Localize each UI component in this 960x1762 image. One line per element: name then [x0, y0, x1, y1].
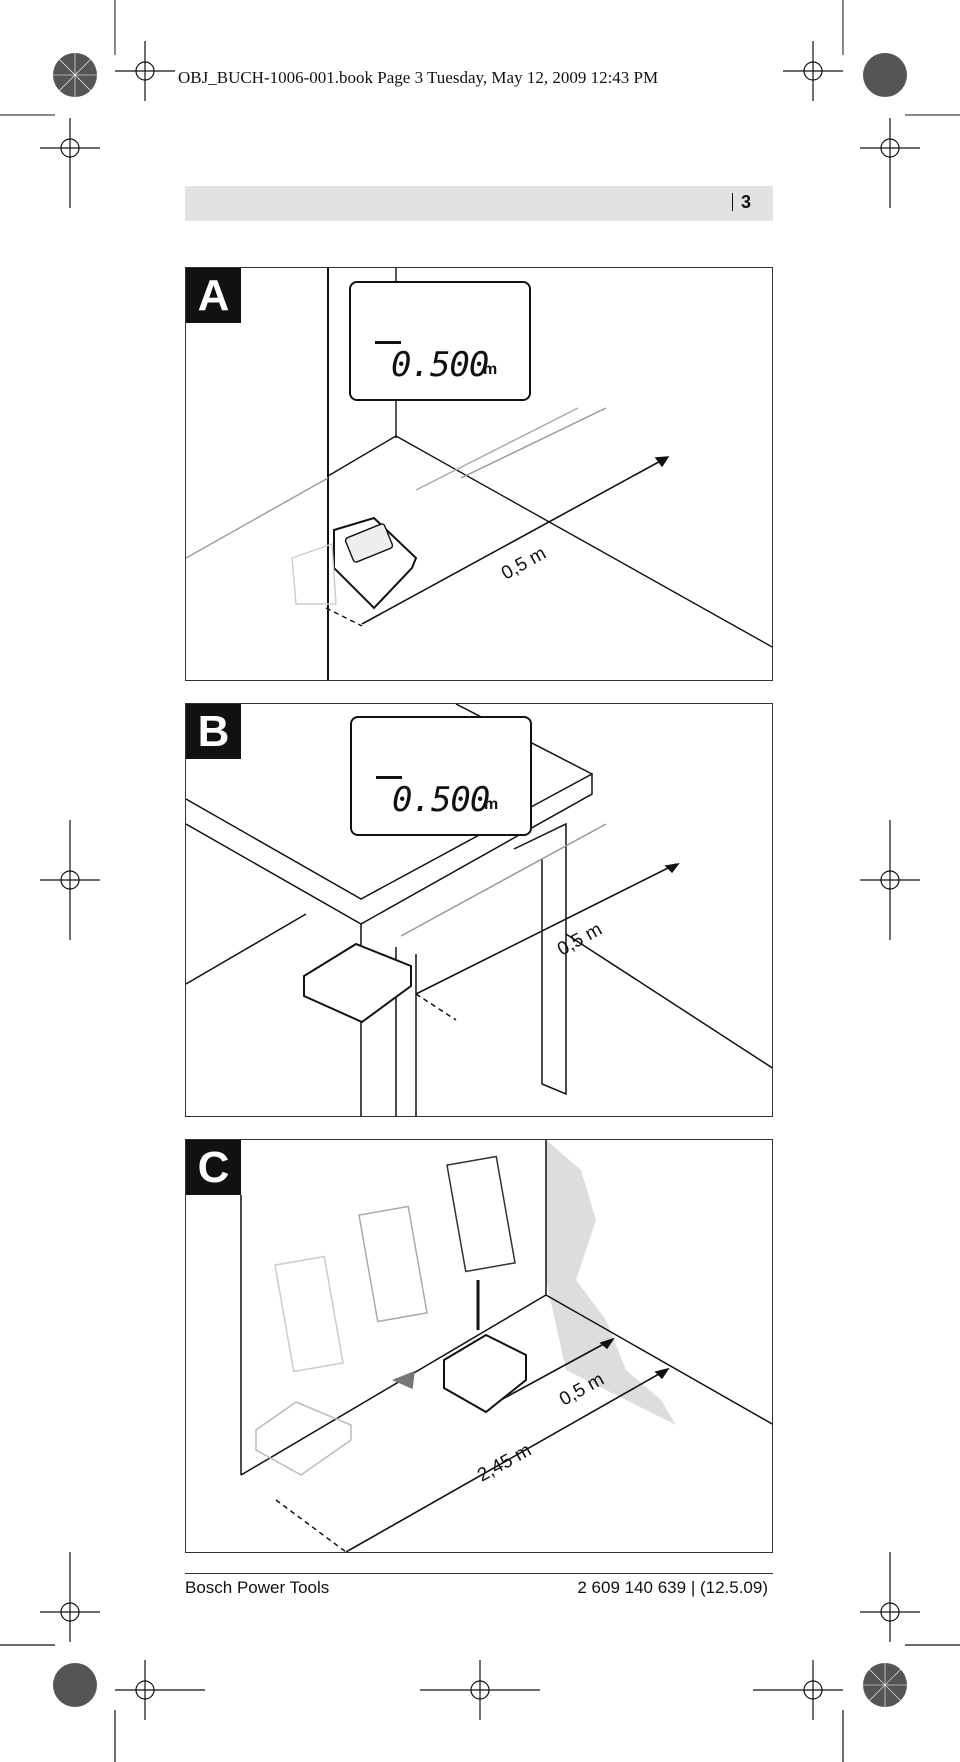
footer-doc-number: 2 609 140 639 | (12.5.09) — [577, 1578, 768, 1597]
figure-c-illustration — [240, 1140, 772, 1552]
lcd-segment — [375, 341, 401, 344]
figure-a: A 0.500 m 0,5 m — [185, 267, 773, 681]
figure-b-display-unit: m — [484, 796, 499, 813]
figure-a-display: 0.500 m — [349, 281, 531, 401]
figure-a-label: A — [186, 268, 241, 323]
figure-a-illustration — [186, 268, 772, 680]
figure-b-display-value: 0.500 — [392, 780, 490, 820]
figure-b-label: B — [186, 704, 241, 759]
figure-a-display-unit: m — [483, 361, 498, 378]
print-slug: OBJ_BUCH-1006-001.book Page 3 Tuesday, M… — [178, 68, 659, 87]
figure-a-display-value: 0.500 — [391, 345, 489, 385]
figure-c-label: C — [186, 1140, 241, 1195]
figure-c: C 0,5 m 2,45 m — [185, 1139, 773, 1553]
page-header-bar: 3 — [185, 186, 773, 221]
figure-b: B 0.500 m 0,5 m — [185, 703, 773, 1117]
lcd-segment — [376, 776, 402, 779]
figure-b-display: 0.500 m — [350, 716, 532, 836]
footer-brand: Bosch Power Tools — [185, 1578, 330, 1597]
footer-rule — [185, 1573, 773, 1574]
page-number: 3 — [732, 192, 751, 213]
